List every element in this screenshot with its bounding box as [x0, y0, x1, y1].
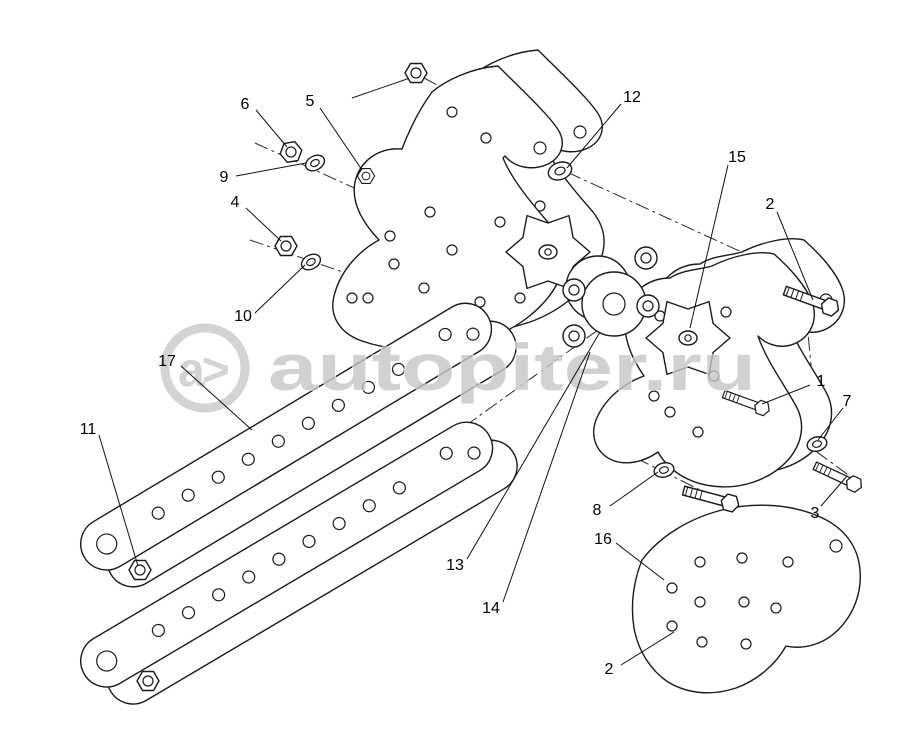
bolt-item3 [811, 458, 866, 495]
callouts: 6 5 9 4 10 17 11 12 [80, 89, 852, 678]
washer-item10 [298, 250, 324, 274]
lower-right-plate [631, 504, 861, 694]
arm-upper [80, 302, 517, 588]
svg-text:14: 14 [482, 600, 500, 617]
svg-text:13: 13 [446, 557, 464, 574]
upper-left-plate-front [332, 65, 565, 351]
callout-14: 14 [482, 351, 591, 617]
svg-text:11: 11 [80, 421, 97, 438]
svg-text:3: 3 [811, 505, 820, 522]
spacer-ring [636, 294, 660, 318]
spacer-ring [634, 246, 658, 270]
svg-text:8: 8 [593, 502, 602, 519]
callout-6: 6 [241, 96, 288, 148]
callout-7: 7 [817, 393, 852, 441]
callout-8: 8 [593, 471, 659, 519]
svg-text:4: 4 [231, 194, 240, 211]
svg-text:2: 2 [766, 196, 775, 213]
svg-text:7: 7 [843, 393, 852, 410]
spacer-ring [562, 278, 586, 302]
callout-15: 15 [689, 149, 746, 329]
callout-2-top: 2 [766, 196, 814, 301]
nut-item5 [356, 168, 376, 184]
svg-text:6: 6 [241, 96, 250, 113]
callout-10: 10 [234, 264, 306, 325]
watermark-logo-circle [160, 323, 250, 413]
star-knob-right [645, 300, 731, 376]
star-knob-left [505, 214, 591, 290]
nut-top [404, 62, 428, 84]
callout-2-bottom: 2 [605, 631, 675, 678]
callout-11: 11 [80, 421, 139, 567]
nut-bottom [136, 670, 160, 692]
callout-3: 3 [811, 475, 848, 522]
arm-lower [80, 421, 518, 705]
svg-text:12: 12 [623, 89, 641, 106]
svg-text:15: 15 [728, 149, 746, 166]
svg-text:2: 2 [605, 661, 614, 678]
callout-1: 1 [761, 373, 826, 405]
svg-text:1: 1 [817, 373, 826, 390]
nut-item11 [128, 559, 152, 581]
callout-17: 17 [158, 353, 253, 431]
nut-item6 [277, 140, 305, 164]
svg-text:16: 16 [594, 531, 612, 548]
svg-text:5: 5 [306, 93, 315, 110]
svg-text:9: 9 [220, 169, 229, 186]
watermark-text: autopiter.ru [268, 330, 756, 404]
washer-item9 [302, 151, 328, 175]
callout-13: 13 [446, 331, 601, 574]
watermark: a> autopiter.ru [160, 323, 757, 413]
svg-text:17: 17 [158, 353, 176, 370]
callout-4: 4 [231, 194, 282, 242]
callout-16: 16 [594, 531, 665, 581]
callout-9: 9 [220, 162, 307, 186]
nut-item4 [274, 235, 298, 257]
hub [565, 255, 647, 337]
svg-text:10: 10 [234, 308, 252, 325]
callout-12: 12 [566, 89, 641, 169]
callout-5: 5 [306, 93, 363, 171]
bolt-item2-bottom [680, 482, 742, 514]
